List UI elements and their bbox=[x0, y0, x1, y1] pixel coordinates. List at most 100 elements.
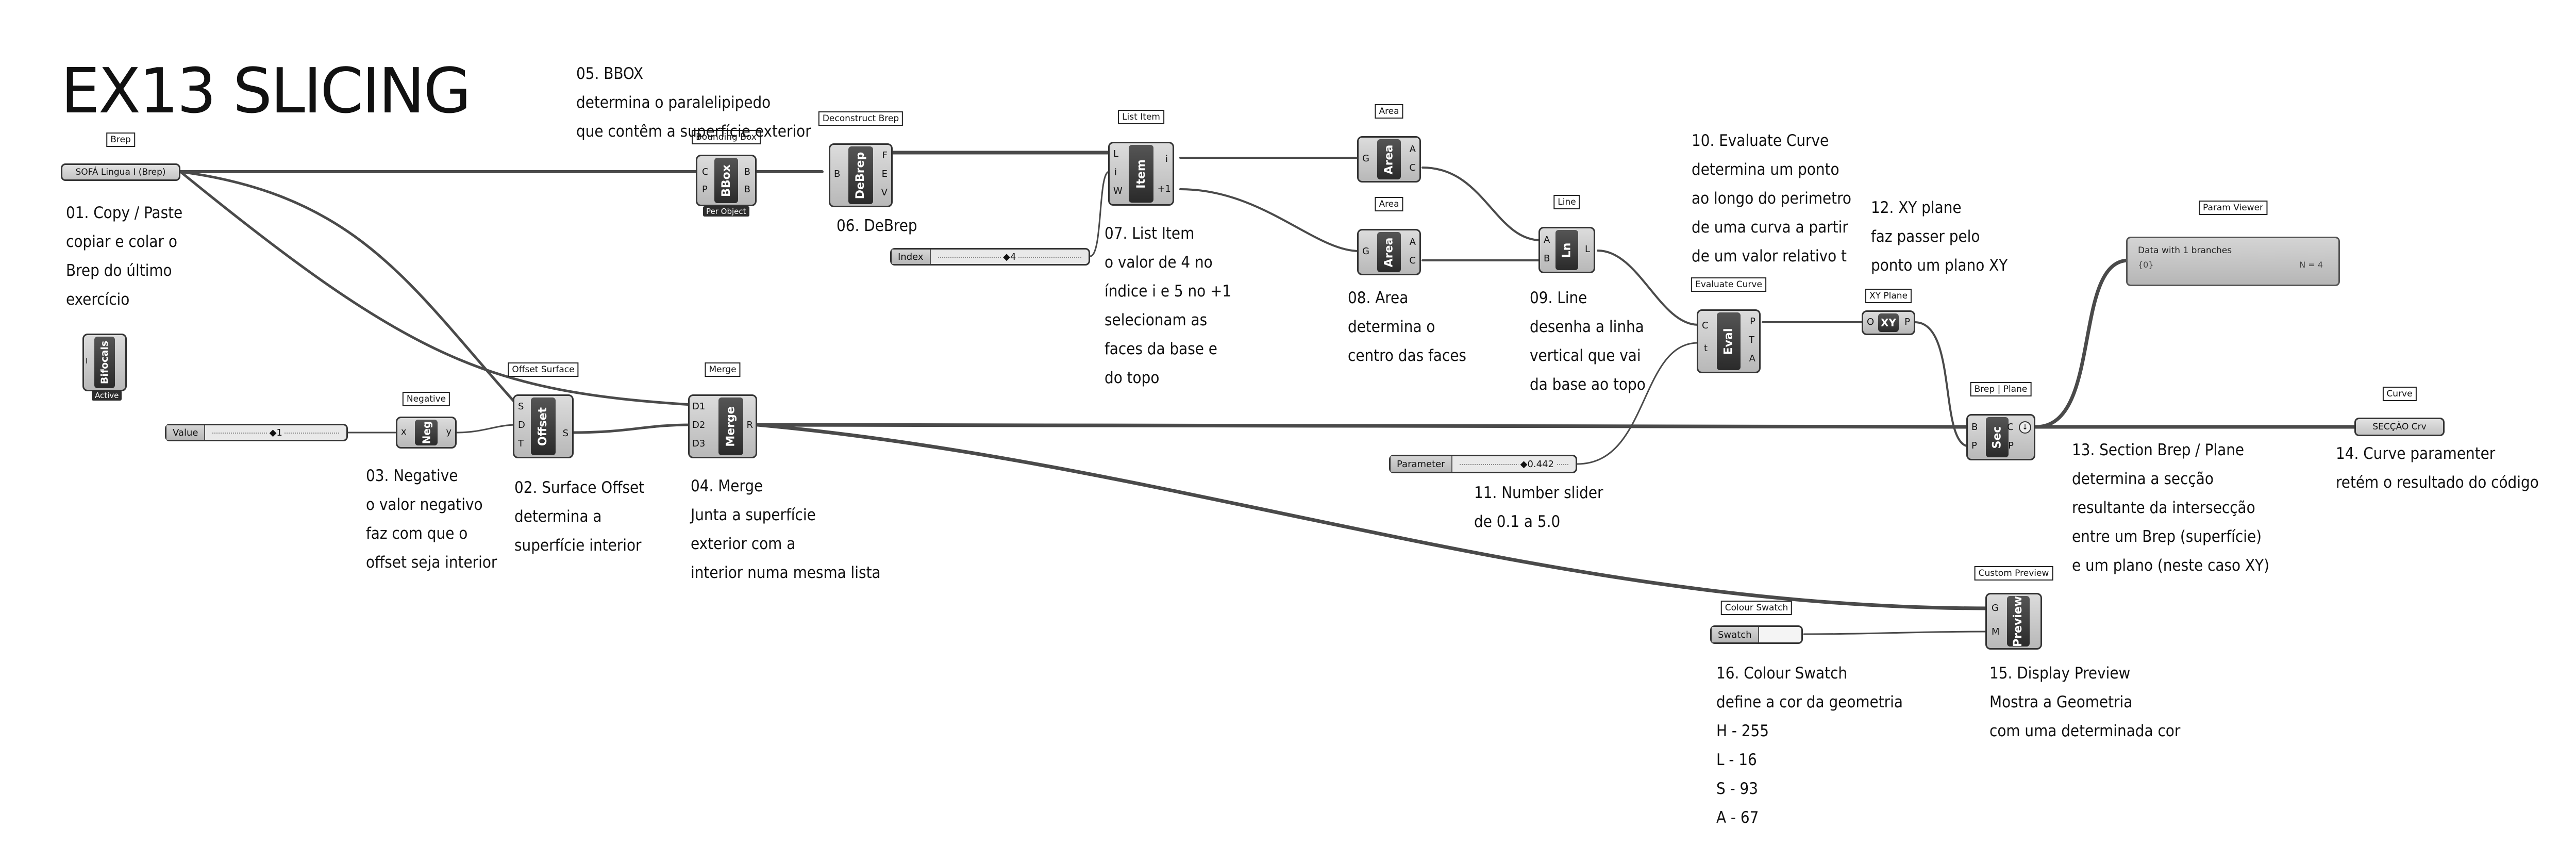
param-viewer-text: Data with 1 branches bbox=[2138, 245, 2232, 256]
xy-output-p[interactable]: P bbox=[1904, 317, 1910, 327]
bbox-input-p[interactable]: P bbox=[702, 184, 708, 195]
area1-output-a[interactable]: A bbox=[1409, 144, 1416, 155]
eval-output-a[interactable]: A bbox=[1749, 353, 1755, 364]
offset-input-t[interactable]: T bbox=[518, 438, 524, 449]
wire-brep-merge bbox=[179, 170, 693, 406]
merge-input-d3[interactable]: D3 bbox=[692, 438, 706, 449]
deconstruct-output-e[interactable]: E bbox=[881, 169, 888, 179]
preview-input-m[interactable]: M bbox=[1992, 626, 2000, 637]
list-item-output-i[interactable]: i bbox=[1165, 154, 1168, 164]
list-item-output-plus1[interactable]: +1 bbox=[1157, 184, 1171, 194]
eval-title: Evaluate Curve bbox=[1691, 277, 1766, 292]
area2-component[interactable]: Area Area G A C bbox=[1357, 197, 1421, 275]
line-input-b[interactable]: B bbox=[1544, 253, 1550, 264]
param-viewer[interactable]: Param Viewer Data with 1 branches {0} N … bbox=[2126, 201, 2340, 286]
index-slider[interactable]: Index ◆4 bbox=[890, 248, 1090, 266]
area1-title: Area bbox=[1375, 104, 1403, 119]
parameter-slider[interactable]: Parameter ◆0.442 bbox=[1389, 455, 1577, 473]
section-output-c[interactable]: C bbox=[2007, 422, 2014, 433]
line-name: Ln bbox=[1560, 242, 1574, 258]
swatch-component[interactable]: Colour Swatch Swatch bbox=[1710, 601, 1803, 644]
negative-name: Neg bbox=[420, 421, 432, 444]
xy-component[interactable]: XY Plane XY O P bbox=[1862, 289, 1915, 335]
deconstruct-title: Deconstruct Brep bbox=[818, 111, 904, 126]
curve-param-body[interactable]: SECÇÃO Crv bbox=[2354, 418, 2445, 436]
bbox-component[interactable]: Bounding Box BBox C P B B Per Object bbox=[692, 130, 761, 217]
line-input-a[interactable]: A bbox=[1544, 235, 1550, 245]
section-input-b[interactable]: B bbox=[1971, 422, 1978, 433]
section-name: Sec bbox=[1990, 426, 2004, 449]
area1-output-c[interactable]: C bbox=[1409, 162, 1416, 173]
merge-input-d1[interactable]: D1 bbox=[692, 401, 706, 412]
bifocals-input-i[interactable]: I bbox=[86, 357, 88, 366]
xy-input-o[interactable]: O bbox=[1867, 317, 1875, 327]
list-item-component[interactable]: List Item Item L i W i +1 bbox=[1108, 110, 1174, 206]
line-output-l[interactable]: L bbox=[1584, 244, 1590, 255]
area2-output-c[interactable]: C bbox=[1409, 255, 1416, 266]
negative-component[interactable]: Negative Neg x y bbox=[396, 392, 457, 449]
swatch-colour[interactable] bbox=[1759, 627, 1801, 642]
bbox-output-b2[interactable]: B bbox=[744, 184, 750, 195]
offset-title: Offset Surface bbox=[508, 362, 579, 377]
list-item-input-l[interactable]: L bbox=[1113, 148, 1119, 159]
section-input-p[interactable]: P bbox=[1971, 440, 1977, 451]
area2-output-a[interactable]: A bbox=[1409, 237, 1416, 247]
param-viewer-path: {0} bbox=[2138, 260, 2154, 270]
wire-section-viewer bbox=[2034, 258, 2131, 429]
eval-output-t[interactable]: T bbox=[1749, 335, 1754, 345]
area1-component[interactable]: Area Area G A C bbox=[1357, 104, 1421, 183]
swatch-title: Colour Swatch bbox=[1720, 601, 1793, 615]
offset-input-s[interactable]: S bbox=[518, 401, 524, 412]
deconstruct-output-v[interactable]: V bbox=[881, 187, 888, 198]
section-output-p[interactable]: P bbox=[2008, 440, 2014, 451]
eval-input-t[interactable]: t bbox=[1704, 343, 1708, 354]
merge-input-d2[interactable]: D2 bbox=[692, 420, 706, 430]
negative-output-y[interactable]: y bbox=[446, 426, 451, 437]
offset-component[interactable]: Offset Surface Offset S D T S bbox=[508, 362, 579, 458]
area1-input-g[interactable]: G bbox=[1362, 153, 1369, 164]
area1-name: Area bbox=[1382, 144, 1396, 174]
section-component[interactable]: Brep | Plane Sec B P C P ↓ bbox=[1966, 382, 2035, 460]
value-slider[interactable]: Value ◆1 bbox=[165, 424, 348, 441]
preview-name: Preview bbox=[2012, 595, 2025, 647]
list-item-input-w[interactable]: W bbox=[1113, 186, 1123, 196]
merge-output-r[interactable]: R bbox=[746, 420, 753, 430]
xy-name: XY bbox=[1881, 317, 1896, 329]
curve-param-title: Curve bbox=[2382, 387, 2417, 401]
bbox-tag: Per Object bbox=[703, 206, 749, 217]
bbox-output-b1[interactable]: B bbox=[744, 167, 750, 177]
offset-output-s[interactable]: S bbox=[562, 428, 568, 439]
bifocals-component[interactable]: Bifocals I Active bbox=[82, 334, 127, 401]
deconstruct-component[interactable]: Deconstruct Brep DeBrep B F E V bbox=[818, 111, 904, 207]
preview-component[interactable]: Custom Preview Preview G M bbox=[1974, 566, 2053, 650]
area2-input-g[interactable]: G bbox=[1362, 246, 1369, 257]
eval-input-c[interactable]: C bbox=[1702, 320, 1709, 331]
deconstruct-input-b[interactable]: B bbox=[834, 169, 841, 179]
area2-title: Area bbox=[1375, 197, 1403, 211]
list-item-input-i[interactable]: i bbox=[1114, 167, 1117, 178]
bifocals-name: Bifocals bbox=[99, 340, 111, 385]
curve-param[interactable]: Curve SECÇÃO Crv bbox=[2354, 387, 2445, 436]
offset-input-d[interactable]: D bbox=[518, 420, 525, 430]
preview-input-g[interactable]: G bbox=[1992, 603, 1999, 614]
eval-output-p[interactable]: P bbox=[1750, 316, 1755, 327]
brep-param[interactable]: Brep SOFÁ Lingua I (Brep) bbox=[61, 132, 180, 181]
merge-component[interactable]: Merge Merge D1 D2 D3 R bbox=[688, 362, 757, 458]
deconstruct-output-f[interactable]: F bbox=[882, 150, 888, 161]
eval-component[interactable]: Evaluate Curve Eval C t P T A bbox=[1691, 277, 1766, 373]
wire-listitem-area2 bbox=[1179, 188, 1360, 252]
section-title: Brep | Plane bbox=[1970, 382, 2032, 396]
bbox-input-c[interactable]: C bbox=[702, 167, 709, 177]
line-component[interactable]: Line Ln A B L bbox=[1538, 195, 1595, 273]
brep-param-body[interactable]: SOFÁ Lingua I (Brep) bbox=[61, 163, 180, 181]
bbox-title: Bounding Box bbox=[692, 130, 761, 144]
wire-merge-preview bbox=[756, 423, 1992, 610]
negative-input-x[interactable]: x bbox=[401, 426, 407, 437]
